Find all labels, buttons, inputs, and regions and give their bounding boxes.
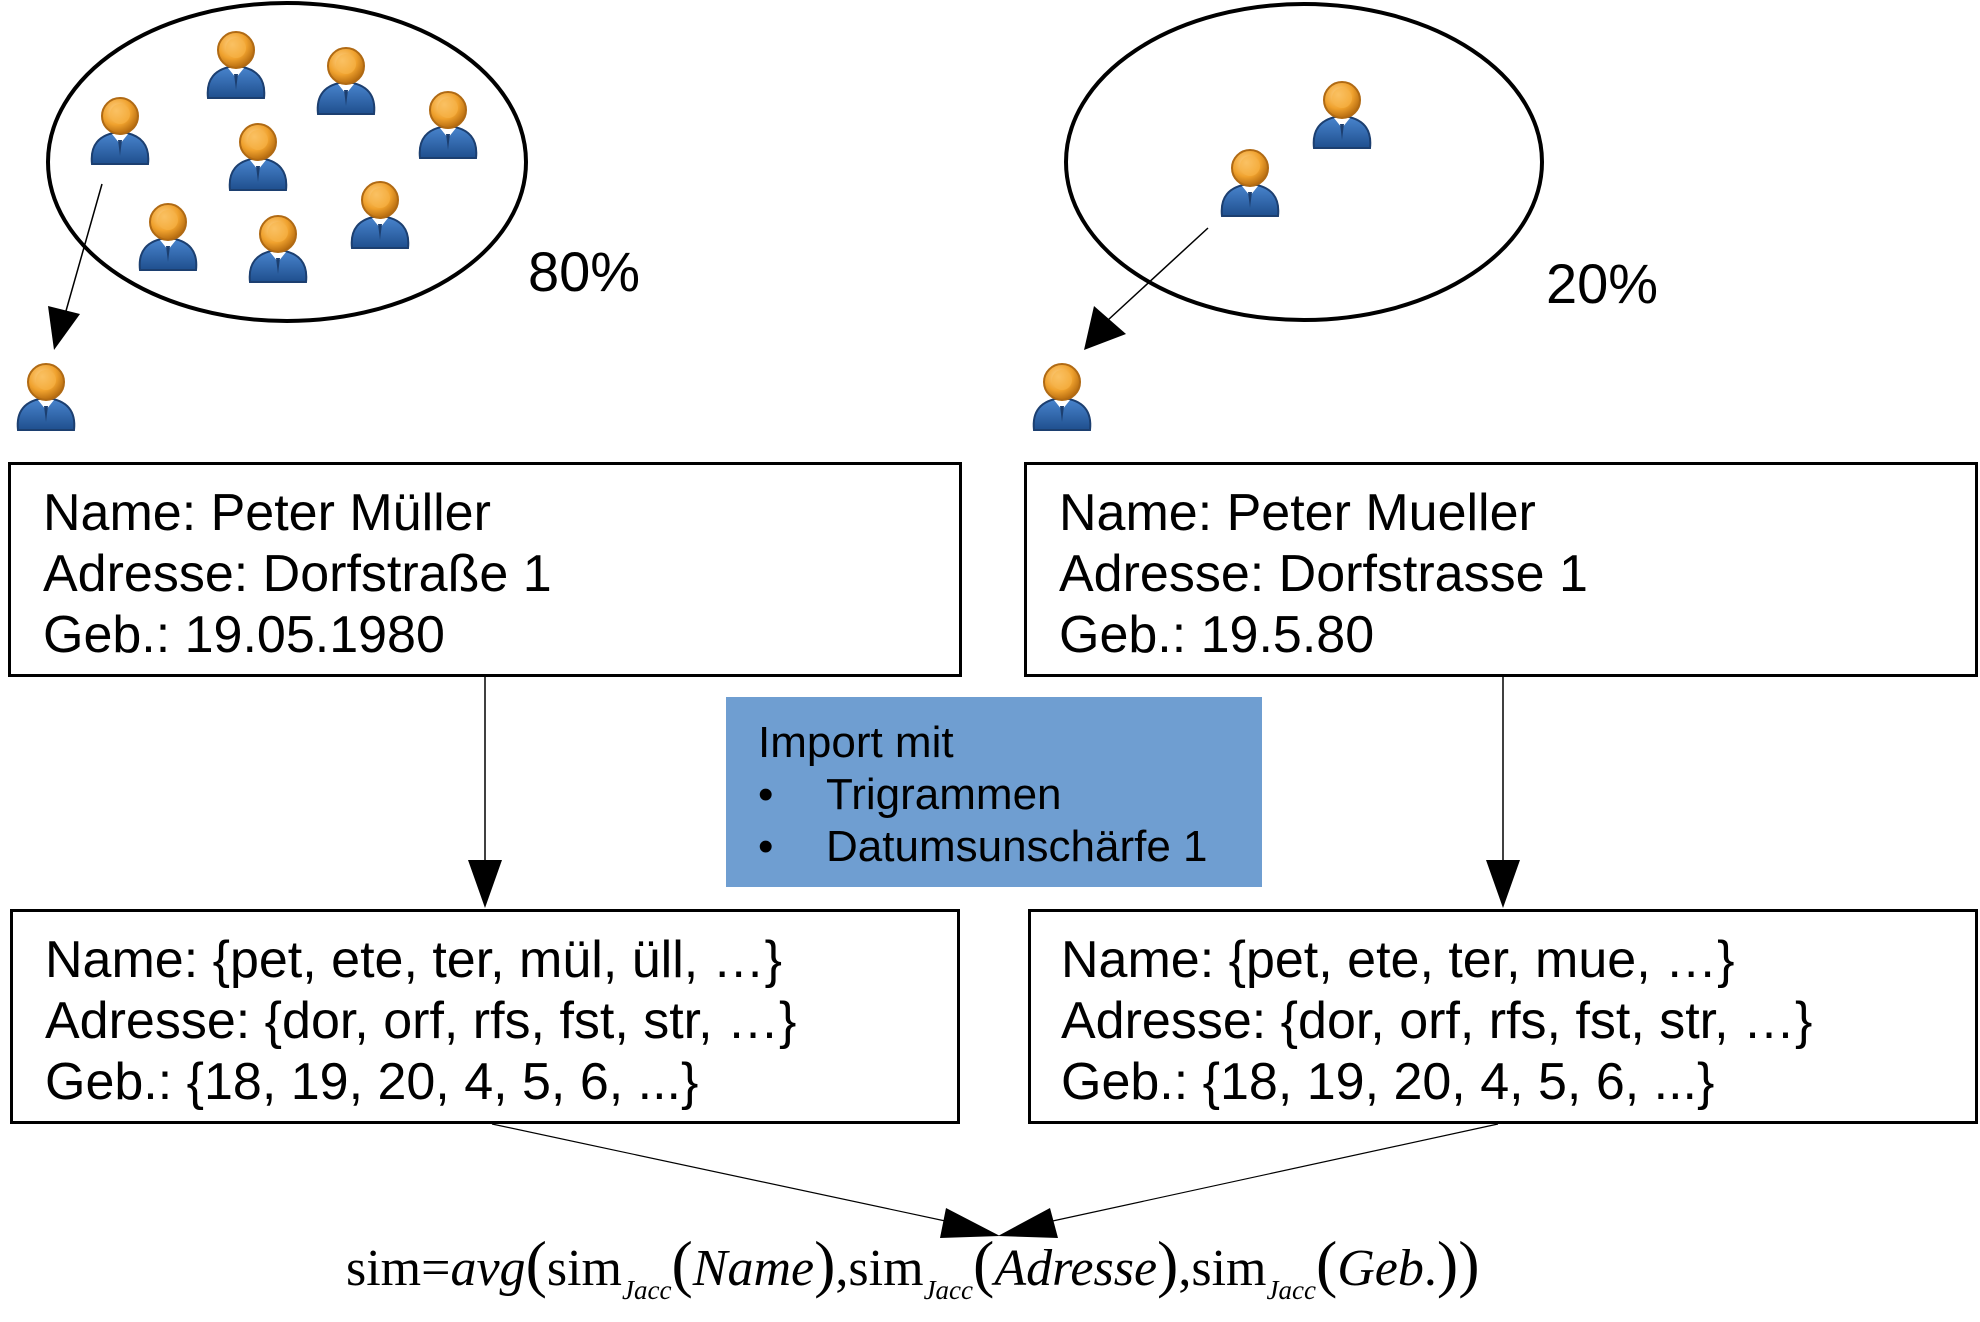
- formula-paren: ): [1458, 1228, 1480, 1299]
- trigram-box-left: Name: {pet, ete, ter, mül, üll, …} Adres…: [10, 909, 960, 1124]
- formula-dot: .: [1423, 1240, 1437, 1297]
- arrow-left-to-formula: [491, 1123, 1000, 1238]
- record-address-right: Adresse: Dorfstrasse 1: [1059, 545, 1588, 603]
- trigram-box-right: Name: {pet, ete, ter, mue, …} Adresse: {…: [1028, 909, 1978, 1124]
- import-item: • Datumsunschärfe 1: [758, 821, 1260, 873]
- person-icon: [248, 215, 308, 283]
- formula-lhs: sim: [346, 1240, 422, 1297]
- formula-avg: avg: [450, 1240, 526, 1297]
- trigram-address-left: Adresse: {dor, orf, rfs, fst, str, …}: [45, 992, 797, 1050]
- person-icon: [138, 203, 198, 271]
- record-name-right: Name: Peter Mueller: [1059, 484, 1536, 542]
- record-birth-left: Geb.: 19.05.1980: [43, 606, 445, 664]
- group-ellipse-right: [1064, 2, 1544, 322]
- person-icon: [90, 97, 150, 165]
- person-icon: [316, 47, 376, 115]
- formula-subscript: Jacc: [923, 1275, 974, 1305]
- group-percent-left: 80%: [528, 240, 641, 303]
- formula-paren: (: [1315, 1228, 1338, 1299]
- bullet-icon: •: [758, 822, 774, 871]
- formula-paren: (: [671, 1228, 693, 1299]
- import-item: • Trigrammen: [758, 769, 1260, 821]
- import-item-label: Datumsunschärfe 1: [826, 822, 1208, 871]
- person-icon: [206, 31, 266, 99]
- person-icon: [350, 181, 410, 249]
- record-birth-right: Geb.: 19.5.80: [1059, 606, 1375, 664]
- person-icon: [1220, 149, 1280, 217]
- import-item-label: Trigrammen: [826, 770, 1062, 819]
- selected-person-icon-left: [16, 363, 76, 431]
- arrow-right-selection: [1084, 227, 1209, 350]
- formula-subscript: Jacc: [622, 1275, 672, 1305]
- formula-arg-address: Adresse: [994, 1240, 1158, 1297]
- arrow-left-selection: [48, 183, 103, 350]
- formula-sim: sim: [546, 1240, 623, 1297]
- arrow-right-import: [1486, 677, 1520, 908]
- formula-paren: ): [1157, 1228, 1179, 1299]
- trigram-birth-left: Geb.: {18, 19, 20, 4, 5, 6, ...}: [45, 1053, 699, 1111]
- formula-arg-birth: Geb: [1337, 1240, 1424, 1297]
- record-box-right: Name: Peter Mueller Adresse: Dorfstrasse…: [1024, 462, 1978, 677]
- similarity-formula: sim=avg(simJacc(Name),simJacc(Adresse),s…: [346, 1232, 1480, 1322]
- formula-paren: ): [814, 1228, 836, 1299]
- trigram-name-right: Name: {pet, ete, ter, mue, …}: [1061, 931, 1735, 989]
- formula-paren: ): [1436, 1228, 1459, 1299]
- trigram-birth-right: Geb.: {18, 19, 20, 4, 5, 6, ...}: [1061, 1053, 1715, 1111]
- formula-paren: (: [973, 1228, 995, 1299]
- person-icon: [228, 123, 288, 191]
- formula-comma: ,: [835, 1240, 849, 1297]
- record-box-left: Name: Peter Müller Adresse: Dorfstraße 1…: [8, 462, 962, 677]
- trigram-name-left: Name: {pet, ete, ter, mül, üll, …}: [45, 931, 783, 989]
- import-callout: Import mit • Trigrammen • Datumsunschärfe …: [726, 697, 1262, 887]
- person-icon: [1312, 81, 1372, 149]
- group-ellipse-left: [46, 1, 528, 323]
- formula-subscript: Jacc: [1266, 1275, 1316, 1305]
- formula-paren: (: [525, 1228, 547, 1299]
- person-icon: [418, 91, 478, 159]
- arrow-left-import: [468, 677, 502, 908]
- import-title: Import mit: [758, 718, 954, 767]
- group-percent-right: 20%: [1546, 252, 1659, 315]
- selected-person-icon-right: [1032, 363, 1092, 431]
- formula-sim: sim: [1191, 1240, 1267, 1297]
- formula-equals: =: [421, 1240, 451, 1297]
- formula-sim: sim: [848, 1240, 924, 1297]
- formula-comma: ,: [1178, 1240, 1192, 1297]
- trigram-address-right: Adresse: {dor, orf, rfs, fst, str, …}: [1061, 992, 1813, 1050]
- record-address-left: Adresse: Dorfstraße 1: [43, 545, 552, 603]
- record-name-left: Name: Peter Müller: [43, 484, 491, 542]
- arrow-right-to-formula: [998, 1123, 1499, 1238]
- formula-arg-name: Name: [692, 1240, 815, 1297]
- bullet-icon: •: [758, 770, 774, 819]
